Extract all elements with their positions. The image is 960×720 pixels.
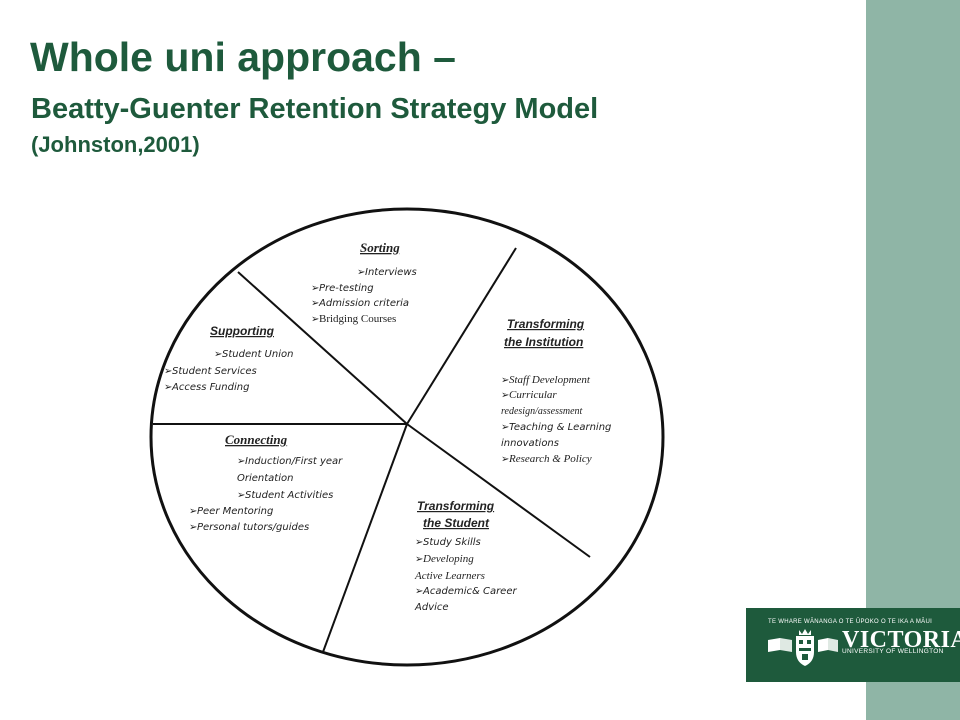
segment-title-supporting: Supporting <box>210 324 275 338</box>
list-item: Developing <box>422 553 474 565</box>
segment-sorting: Sorting ➢ Interviews ➢ Pre-testing ➢ Adm… <box>311 240 417 325</box>
divider-line-institution-student <box>406 423 591 558</box>
bullet-icon: ➢ <box>164 366 172 377</box>
bullet-icon: ➢ <box>415 586 423 597</box>
bullet-icon: ➢ <box>311 283 319 294</box>
right-sidebar-band <box>866 0 960 720</box>
bullet-icon: ➢ <box>237 490 245 501</box>
list-item: Active Learners <box>414 570 485 582</box>
list-item: Student Union <box>222 349 293 360</box>
list-item: Study Skills <box>423 537 481 548</box>
bullet-icon: ➢ <box>237 456 245 467</box>
list-item: Student Services <box>172 366 257 377</box>
bullet-icon: ➢ <box>501 454 509 465</box>
bullet-icon: ➢ <box>189 506 197 517</box>
bullet-icon: ➢ <box>501 422 509 433</box>
bullet-icon: ➢ <box>501 375 509 386</box>
bullet-icon: ➢ <box>164 382 172 393</box>
list-item: Admission criteria <box>318 298 409 309</box>
slide-subtitle: Beatty-Guenter Retention Strategy Model <box>31 93 599 125</box>
list-item: Induction/First year <box>245 456 343 467</box>
bullet-icon: ➢ <box>415 537 423 548</box>
crest-icon <box>768 629 838 666</box>
logo-name: VICTORIA <box>842 627 960 653</box>
logo-university: UNIVERSITY OF WELLINGTON <box>842 648 944 655</box>
bullet-icon: ➢ <box>311 298 319 309</box>
list-item: Orientation <box>237 473 293 484</box>
list-item: Peer Mentoring <box>197 506 273 517</box>
list-item: Research & Policy <box>508 453 592 465</box>
list-item: Teaching & Learning <box>509 422 611 433</box>
list-item: Interviews <box>365 267 417 278</box>
list-item: Curricular <box>509 389 557 401</box>
segment-title-institution-line1: Transforming <box>507 317 585 331</box>
slide-title: Whole uni approach – <box>30 34 456 80</box>
list-item: redesign/assessment <box>501 406 583 417</box>
list-item: Advice <box>414 602 449 613</box>
list-item: Bridging Courses <box>319 313 396 325</box>
bullet-icon: ➢ <box>357 267 365 278</box>
segment-title-sorting: Sorting <box>360 240 400 255</box>
list-item: Student Activities <box>245 490 333 501</box>
list-item: Pre-testing <box>319 283 374 294</box>
segment-transforming-institution: Transforming the Institution ➢ Staff Dev… <box>501 317 611 465</box>
divider-line-sorting-institution <box>406 247 517 425</box>
bullet-icon: ➢ <box>214 349 222 360</box>
wheel-circle <box>149 207 665 667</box>
divider-line-student-connecting <box>322 423 408 653</box>
list-item: Access Funding <box>171 382 249 393</box>
segment-connecting: Connecting ➢ Induction/First year Orient… <box>189 432 343 533</box>
slide-citation: (Johnston,2001) <box>31 132 200 157</box>
segment-title-institution-line2: the Institution <box>504 335 583 349</box>
bullet-icon: ➢ <box>311 314 319 325</box>
list-item: Staff Development <box>509 374 591 386</box>
segment-title-student-line1: Transforming <box>417 499 495 513</box>
list-item: innovations <box>501 438 559 449</box>
list-item: Academic& Career <box>422 586 517 597</box>
divider-line-sorting-supporting <box>237 271 408 425</box>
segment-title-student-line2: the Student <box>423 516 490 530</box>
bullet-icon: ➢ <box>189 522 197 533</box>
segment-transforming-student: Transforming the Student ➢ Study Skills … <box>414 499 517 613</box>
segment-supporting: Supporting ➢ Student Union ➢ Student Ser… <box>164 324 293 393</box>
bullet-icon: ➢ <box>415 554 423 565</box>
segment-title-connecting: Connecting <box>225 432 288 447</box>
logo-tagline: TE WHARE WĀNANGA O TE ŪPOKO O TE IKA A M… <box>768 619 933 625</box>
list-item: Personal tutors/guides <box>197 522 309 533</box>
bullet-icon: ➢ <box>501 390 509 401</box>
